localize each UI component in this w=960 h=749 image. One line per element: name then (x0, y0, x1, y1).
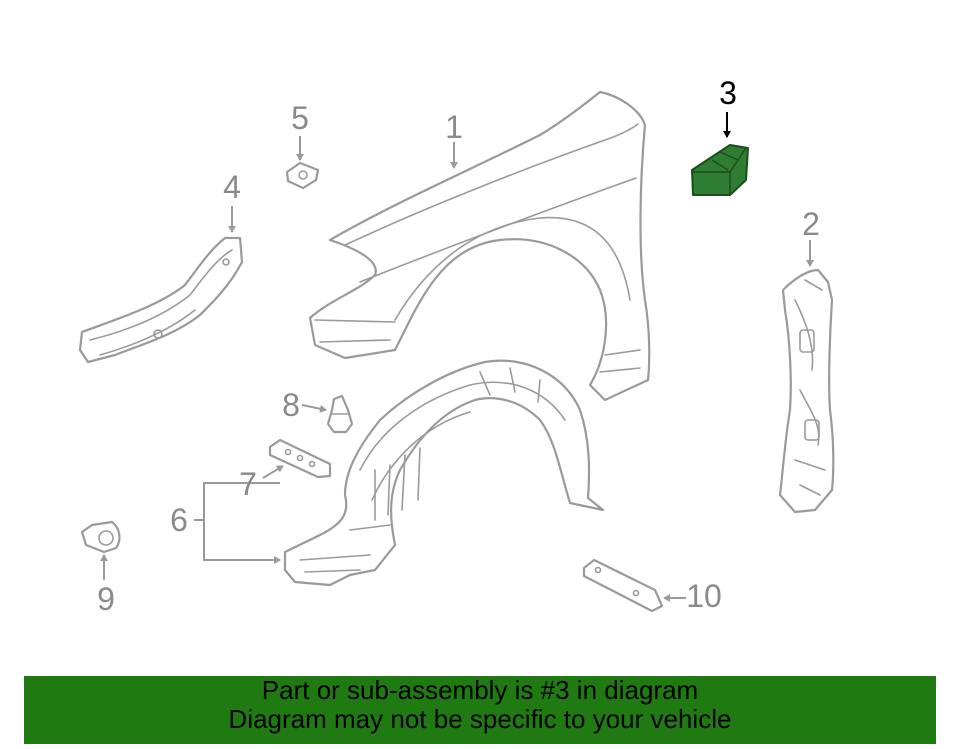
brace-part-10[interactable] (582, 558, 664, 613)
info-banner: Part or sub-assembly is #3 in diagram Di… (24, 676, 936, 744)
leader-6-top (194, 482, 280, 521)
leader-8 (301, 404, 327, 413)
fender-part-1[interactable] (308, 90, 651, 402)
leader-6-bottom (203, 520, 281, 564)
callout-7: 7 (239, 466, 257, 502)
callout-8: 8 (282, 387, 300, 423)
banner-line-1: Part or sub-assembly is #3 in diagram (261, 675, 699, 705)
retainer-part-9[interactable] (80, 520, 121, 554)
callout-3: 3 (719, 75, 737, 111)
liner-part-6[interactable] (283, 359, 605, 587)
bracket-part-7[interactable] (268, 438, 332, 479)
insulator-part-3[interactable] (691, 144, 749, 196)
callout-2: 2 (802, 206, 820, 242)
callout-9: 9 (97, 581, 115, 617)
clip-part-8[interactable] (326, 394, 354, 434)
leader-7 (262, 465, 284, 479)
parts-diagram: 1 2 3 4 5 6 7 8 9 10 (78, 75, 835, 617)
banner-line-2: Diagram may not be specific to your vehi… (228, 704, 732, 734)
callout-5: 5 (291, 100, 309, 136)
bracket-part-2[interactable] (778, 268, 835, 514)
reinforcement-part-4[interactable] (78, 236, 244, 364)
nut-part-5[interactable] (285, 161, 320, 190)
callout-10: 10 (686, 578, 722, 614)
callout-6: 6 (170, 502, 188, 538)
callout-4: 4 (223, 169, 241, 205)
callout-1: 1 (445, 109, 463, 145)
